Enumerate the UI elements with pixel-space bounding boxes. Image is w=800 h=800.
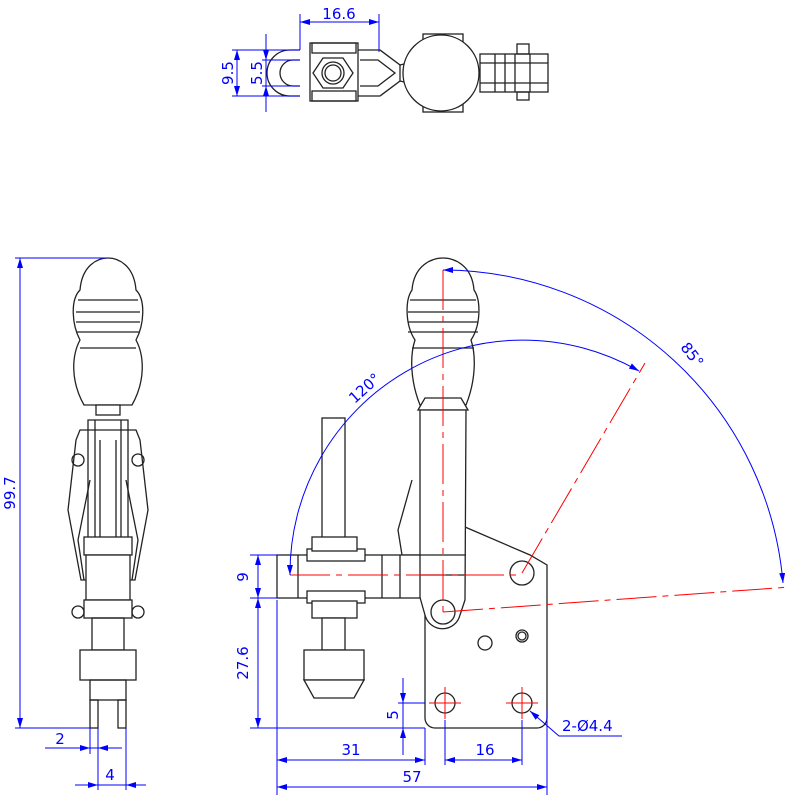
dim-hole-offset: 5 xyxy=(384,710,402,720)
dim-hole-spacing: 16 xyxy=(475,741,494,759)
dim-overall-length: 57 xyxy=(402,768,421,786)
dim-top-outer-height: 9.5 xyxy=(219,61,237,85)
dim-side-pin: 2 xyxy=(55,730,65,748)
top-view: 16.6 9.5 5.5 xyxy=(219,5,549,113)
dim-side-height: 99.7 xyxy=(1,476,19,509)
side-view: 99.7 2 4 xyxy=(1,257,149,790)
dim-bar-length: 31 xyxy=(341,741,360,759)
dim-top-width: 16.6 xyxy=(322,5,355,23)
dim-bar-height: 9 xyxy=(234,572,252,582)
hole-callout: 2-Ø4.4 xyxy=(562,717,613,735)
dim-top-slot: 5.5 xyxy=(248,61,266,85)
dim-side-leg: 4 xyxy=(105,766,115,784)
dim-bar-to-base: 27.6 xyxy=(234,646,252,679)
angle-handle-label: 85° xyxy=(677,339,708,371)
front-view: 85° 120° 9 27.6 5 31 16 57 2-Ø4.4 xyxy=(234,257,791,795)
